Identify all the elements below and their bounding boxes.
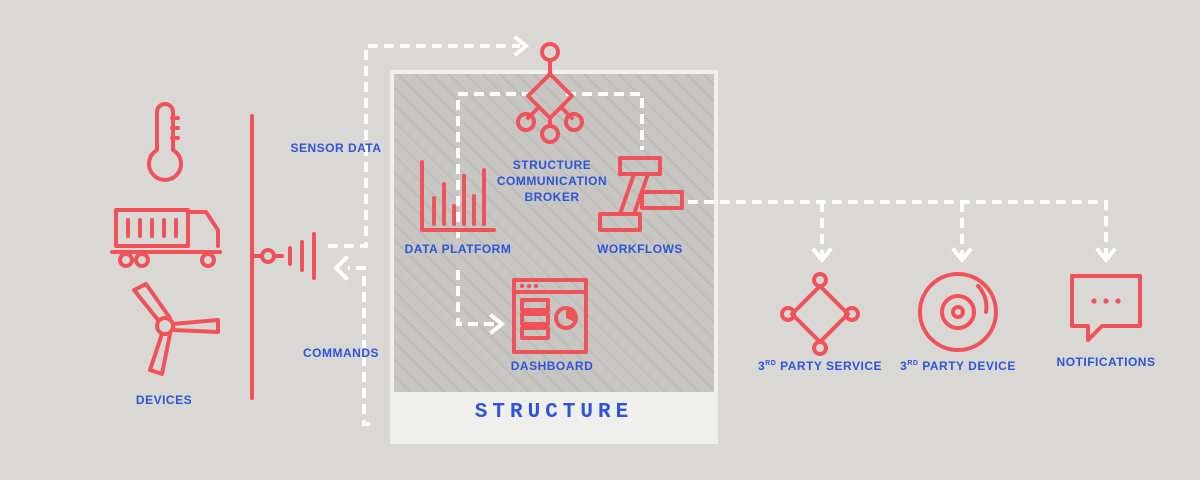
label-sensor-data: SENSOR DATA bbox=[290, 141, 382, 155]
chat-bubble-icon bbox=[1070, 274, 1142, 342]
label-notifications: NOTIFICATIONS bbox=[1056, 355, 1156, 369]
label-broker-line3: BROKER bbox=[524, 190, 580, 204]
label-commands: COMMANDS bbox=[303, 346, 379, 360]
dashboard-icon bbox=[512, 278, 588, 354]
bar-chart-icon bbox=[420, 160, 496, 232]
label-dashboard: DASHBOARD bbox=[510, 359, 594, 373]
connectors bbox=[328, 35, 1117, 426]
truck-icon bbox=[110, 208, 222, 268]
disc-icon bbox=[918, 272, 998, 352]
label-broker-line2: COMMUNICATION bbox=[496, 174, 608, 188]
structure-title: STRUCTURE bbox=[474, 401, 634, 424]
label-broker: STRUCTURE COMMUNICATION BROKER bbox=[494, 157, 610, 205]
label-third-party-device: 3RD PARTY DEVICE bbox=[900, 359, 1016, 373]
label-broker-line1: STRUCTURE bbox=[512, 158, 592, 172]
workflow-icon bbox=[598, 156, 684, 232]
label-devices: DEVICES bbox=[135, 393, 193, 407]
antenna-icon bbox=[250, 114, 316, 400]
label-third-party-service: 3RD PARTY SERVICE bbox=[757, 359, 882, 373]
thermometer-icon bbox=[147, 102, 183, 182]
label-workflows: WORKFLOWS bbox=[597, 242, 683, 256]
service-network-icon bbox=[780, 272, 860, 356]
broker-network-icon bbox=[516, 42, 584, 144]
label-data-platform: DATA PLATFORM bbox=[404, 242, 512, 256]
wind-turbine-icon bbox=[132, 282, 220, 376]
